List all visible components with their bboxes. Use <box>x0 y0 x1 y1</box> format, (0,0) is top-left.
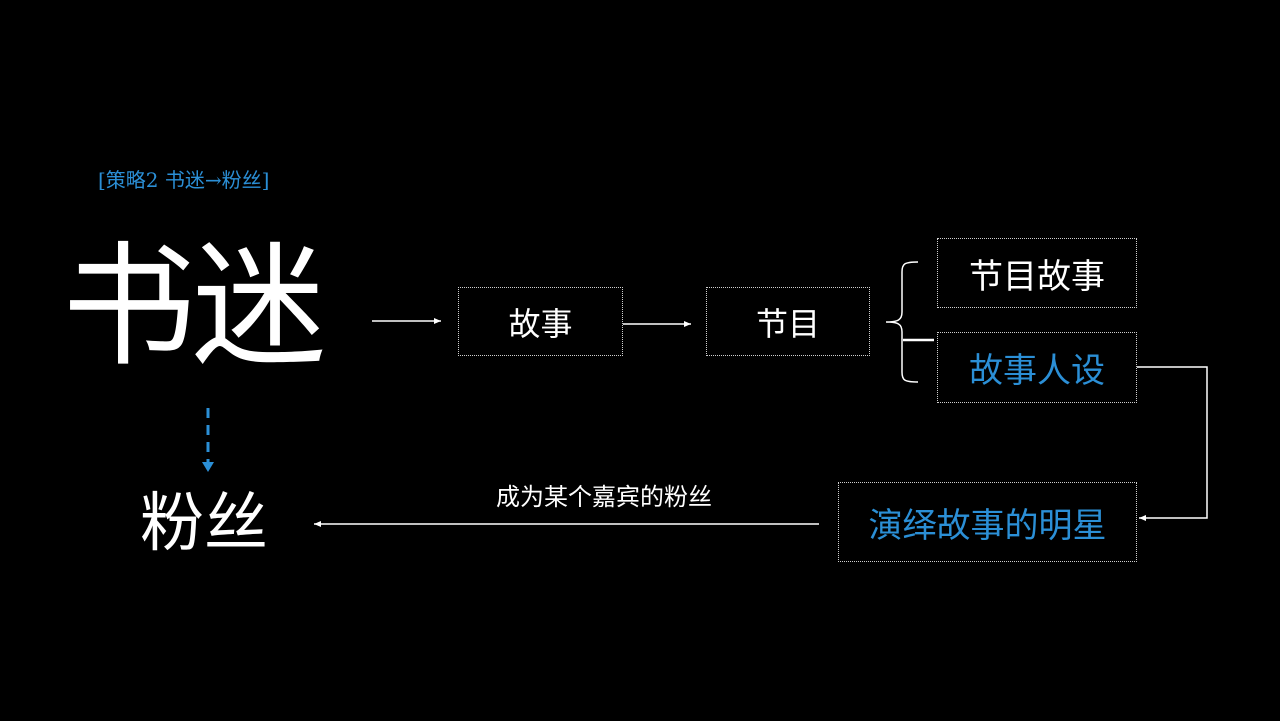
arrow-shumi-to-fensi-head <box>202 462 214 472</box>
node-story-persona-label: 故事人设 <box>969 351 1105 391</box>
node-story-label: 故事 <box>508 304 573 343</box>
node-program-label: 节目 <box>755 304 820 343</box>
arrow-persona-to-star <box>1137 366 1208 521</box>
strategy-label: [策略2 书迷→粉丝] <box>98 168 270 192</box>
node-story-persona: 故事人设 <box>937 332 1137 403</box>
node-program: 节目 <box>706 287 870 356</box>
node-story: 故事 <box>458 287 623 356</box>
brace-program-to-children <box>885 261 919 383</box>
edge-label-become-fan: 成为某个嘉宾的粉丝 <box>496 483 712 511</box>
node-star: 演绎故事的明星 <box>838 482 1137 562</box>
node-program-story-label: 节目故事 <box>969 256 1105 297</box>
node-shumi: 书迷 <box>62 229 326 385</box>
node-fensi: 粉丝 <box>140 487 268 561</box>
node-star-label: 演绎故事的明星 <box>868 505 1107 546</box>
node-program-story: 节目故事 <box>937 238 1137 308</box>
